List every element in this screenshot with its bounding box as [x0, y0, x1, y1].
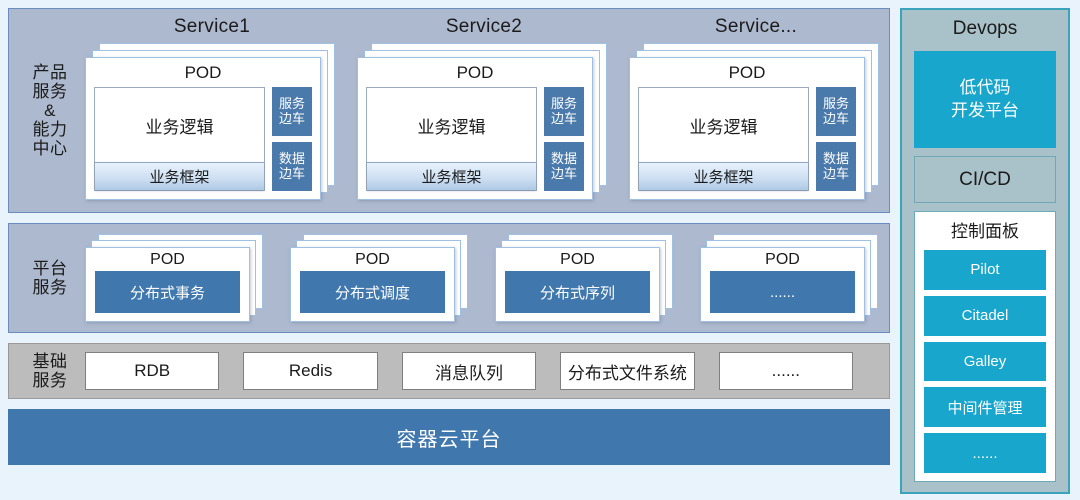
infrastructure-item[interactable]: 分布式文件系统: [560, 352, 695, 390]
platform-pod-stack[interactable]: POD 分布式序列: [495, 234, 673, 322]
devops-panel: Devops 低代码 开发平台 CI/CD 控制面板 Pilot Citadel…: [900, 8, 1070, 494]
control-panel-item-pilot[interactable]: Pilot: [924, 250, 1046, 290]
service-title: Service...: [714, 16, 798, 37]
container-cloud-platform-bar: 容器云平台: [8, 409, 890, 465]
pod-title: POD: [184, 63, 222, 82]
cicd-card[interactable]: CI/CD: [914, 156, 1056, 203]
pod-stack[interactable]: POD 业务逻辑 业务框架 服务 边车 数据 边车: [85, 43, 335, 200]
platform-pod-group[interactable]: POD 分布式序列: [495, 234, 678, 322]
platform-pod-card[interactable]: POD 分布式调度: [290, 247, 455, 322]
platform-pod-card[interactable]: POD 分布式序列: [495, 247, 660, 322]
business-column: 业务逻辑 业务框架: [638, 87, 809, 191]
layer-platform: 平台 服务 POD 分布式事务: [8, 223, 890, 333]
service-title: Service1: [173, 16, 251, 37]
control-panel-item-galley[interactable]: Galley: [924, 341, 1046, 382]
pod-title: POD: [355, 251, 390, 268]
infrastructure-item[interactable]: ......: [718, 352, 854, 390]
business-logic-box: 业务逻辑: [145, 117, 214, 137]
platform-service-chip: 分布式调度: [300, 271, 445, 313]
service-title: Service2: [445, 16, 523, 37]
infrastructure-item[interactable]: RDB: [85, 352, 220, 390]
layer-products-label: 产品 服务 & 能力 中心: [32, 62, 68, 159]
pod-stack[interactable]: POD 业务逻辑 业务框架 服务 边车 数据 边车: [629, 43, 879, 200]
platform-service-chip: 分布式事务: [95, 271, 240, 313]
control-panel-item-more[interactable]: ......: [924, 433, 1046, 473]
platform-pod-list: POD 分布式事务 POD 分布式调度: [85, 228, 883, 328]
sidecar-list: 服务 边车 数据 边车: [272, 87, 312, 191]
devops-title: Devops: [952, 18, 1018, 39]
business-column: 业务逻辑 业务框架: [366, 87, 537, 191]
control-panel-title: 控制面板: [951, 222, 1019, 241]
pod-body: 业务逻辑 业务框架 服务 边车 数据 边车: [630, 87, 864, 199]
layer-products: 产品 服务 & 能力 中心 Service1 POD 业务逻辑 业务框架: [8, 8, 890, 213]
platform-service-chip: ......: [710, 271, 855, 313]
platform-pod-stack[interactable]: POD 分布式事务: [85, 234, 263, 322]
service-sidecar: 服务 边车: [272, 87, 312, 136]
control-panel: 控制面板 Pilot Citadel Galley 中间件管理 ......: [914, 211, 1056, 482]
platform-pod-stack[interactable]: POD 分布式调度: [290, 234, 468, 322]
pod-title: POD: [150, 251, 185, 268]
layer-infrastructure: 基础 服务 RDB Redis 消息队列 分布式文件系统 ......: [8, 343, 890, 399]
pod-card[interactable]: POD 业务逻辑 业务框架 服务 边车 数据 边车: [85, 57, 321, 200]
service-group[interactable]: Service1 POD 业务逻辑 业务框架: [85, 13, 339, 208]
platform-pod-group[interactable]: POD ......: [700, 234, 883, 322]
pod-title: POD: [456, 63, 494, 82]
service-group[interactable]: Service... POD 业务逻辑 业务框架: [629, 13, 883, 208]
platform-service-chip: 分布式序列: [505, 271, 650, 313]
business-logic-box: 业务逻辑: [417, 117, 486, 137]
data-sidecar: 数据 边车: [544, 142, 584, 191]
data-sidecar: 数据 边车: [272, 142, 312, 191]
pod-title: POD: [765, 251, 800, 268]
sidecar-list: 服务 边车 数据 边车: [816, 87, 856, 191]
infrastructure-item[interactable]: 消息队列: [401, 352, 537, 390]
pod-card[interactable]: POD 业务逻辑 业务框架 服务 边车 数据 边车: [357, 57, 593, 200]
service-sidecar: 服务 边车: [544, 87, 584, 136]
infrastructure-item-list: RDB Redis 消息队列 分布式文件系统 ......: [85, 352, 883, 390]
platform-pod-card[interactable]: POD ......: [700, 247, 865, 322]
infrastructure-item[interactable]: Redis: [243, 352, 378, 390]
platform-pod-group[interactable]: POD 分布式事务: [85, 234, 268, 322]
pod-card[interactable]: POD 业务逻辑 业务框架 服务 边车 数据 边车: [629, 57, 865, 200]
layer-stack: 产品 服务 & 能力 中心 Service1 POD 业务逻辑 业务框架: [8, 8, 890, 494]
service-group-list: Service1 POD 业务逻辑 业务框架: [85, 13, 883, 208]
business-framework-box: 业务框架: [639, 162, 808, 190]
pod-body: 业务逻辑 业务框架 服务 边车 数据 边车: [86, 87, 320, 199]
business-framework-box: 业务框架: [95, 162, 264, 190]
pod-title: POD: [560, 251, 595, 268]
pod-stack[interactable]: POD 业务逻辑 业务框架 服务 边车 数据 边车: [357, 43, 607, 200]
control-panel-item-middleware[interactable]: 中间件管理: [924, 387, 1046, 428]
sidecar-list: 服务 边车 数据 边车: [544, 87, 584, 191]
layer-infrastructure-label: 基础 服务: [32, 351, 68, 390]
data-sidecar: 数据 边车: [816, 142, 856, 191]
business-column: 业务逻辑 业务框架: [94, 87, 265, 191]
pod-body: 业务逻辑 业务框架 服务 边车 数据 边车: [358, 87, 592, 199]
business-framework-box: 业务框架: [367, 162, 536, 190]
pod-title: POD: [728, 63, 766, 82]
platform-pod-group[interactable]: POD 分布式调度: [290, 234, 473, 322]
platform-pod-card[interactable]: POD 分布式事务: [85, 247, 250, 322]
service-group[interactable]: Service2 POD 业务逻辑 业务框架: [357, 13, 611, 208]
control-panel-item-citadel[interactable]: Citadel: [924, 295, 1046, 336]
business-logic-box: 业务逻辑: [689, 117, 758, 137]
lowcode-platform-card[interactable]: 低代码 开发平台: [914, 51, 1056, 148]
layer-platform-label: 平台 服务: [32, 258, 68, 297]
platform-pod-stack[interactable]: POD ......: [700, 234, 878, 322]
service-sidecar: 服务 边车: [816, 87, 856, 136]
